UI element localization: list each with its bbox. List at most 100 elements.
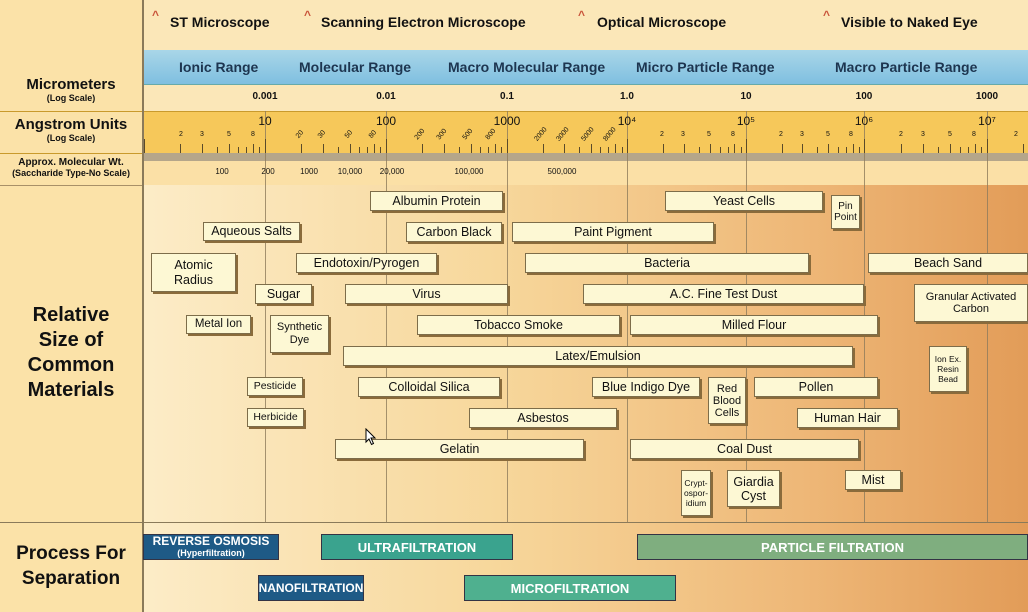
mw-tick: 1000	[300, 167, 318, 176]
mw-tick: 10,000	[337, 167, 363, 176]
relative-size-label: Relative Size of Common Materials	[27, 304, 115, 401]
micrometer-tick: 1000	[975, 91, 999, 102]
angstrom-tick: 10⁶	[854, 114, 874, 128]
process-hyperfiltration-label: (Hyperfiltration)	[177, 548, 245, 558]
range-molecular: Molecular Range	[299, 59, 412, 75]
tick-mark	[728, 147, 729, 153]
angstrom-minor-tick: 5	[227, 131, 231, 138]
tick-mark	[741, 147, 742, 153]
micrometers-label: Micrometers (Log Scale)	[26, 76, 116, 103]
tick-mark	[782, 144, 783, 153]
gridline	[386, 111, 387, 523]
tick-mark	[259, 147, 260, 153]
process-reverse-osmosis-label: REVERSE OSMOSIS	[152, 534, 270, 548]
mw-tick: 200	[261, 167, 275, 176]
material-pesticide: Pesticide	[247, 377, 303, 396]
tick-mark	[1023, 144, 1024, 153]
material-blue-indigo-dye: Blue Indigo Dye	[592, 377, 700, 397]
tick-mark	[734, 144, 735, 153]
material-tobacco-smoke: Tobacco Smoke	[417, 315, 620, 335]
divider	[0, 111, 142, 112]
material-metal-ion: Metal Ion	[186, 315, 251, 334]
tick-mark	[987, 139, 988, 153]
tick-mark	[367, 147, 368, 153]
micrometer-tick: 10	[740, 91, 752, 102]
process-nanofiltration: NANOFILTRATION	[258, 575, 364, 601]
material-milled-flour: Milled Flour	[630, 315, 878, 335]
tick-mark	[202, 144, 203, 153]
molecular-weight-scale	[144, 161, 1028, 186]
gridline	[265, 111, 266, 523]
tick-mark	[238, 147, 239, 153]
tick-mark	[591, 144, 592, 153]
material-atomic-radius: Atomic Radius	[151, 253, 236, 292]
range-micro-particle: Micro Particle Range	[636, 59, 775, 75]
tick-mark	[422, 144, 423, 153]
tick-mark	[981, 147, 982, 153]
material-herbicide: Herbicide	[247, 408, 304, 427]
material-endotoxin-pyrogen: Endotoxin/Pyrogen	[296, 253, 437, 273]
material-ac-fine-test-dust: A.C. Fine Test Dust	[583, 284, 864, 304]
tick-mark	[615, 144, 616, 153]
tick-mark	[663, 144, 664, 153]
angstrom-minor-tick: 8	[731, 131, 735, 138]
material-ion-ex-resin-bead: Ion Ex. Resin Bead	[929, 346, 967, 392]
tick-mark	[459, 147, 460, 153]
material-bacteria: Bacteria	[525, 253, 809, 273]
angstrom-minor-tick: 3	[921, 131, 925, 138]
tick-mark	[246, 147, 247, 153]
angstrom-minor-tick: 2	[779, 131, 783, 138]
material-albumin-protein: Albumin Protein	[370, 191, 503, 211]
material-coal-dust: Coal Dust	[630, 439, 859, 459]
angstrom-minor-tick: 8	[251, 131, 255, 138]
angstrom-scale	[144, 111, 1028, 155]
tick-mark	[950, 144, 951, 153]
tick-mark	[301, 144, 302, 153]
tick-mark	[229, 144, 230, 153]
caret-icon: ^	[823, 8, 831, 22]
mouse-cursor-icon	[365, 427, 377, 451]
angstrom-minor-tick: 2	[179, 131, 183, 138]
material-gelatin: Gelatin	[335, 439, 584, 459]
microscope-band	[144, 0, 1028, 50]
tick-mark	[144, 139, 145, 153]
tick-mark	[802, 144, 803, 153]
tick-mark	[817, 147, 818, 153]
material-carbon-black: Carbon Black	[406, 222, 502, 242]
angstrom-minor-tick: 8	[972, 131, 976, 138]
range-macro-particle: Macro Particle Range	[835, 59, 978, 75]
material-asbestos: Asbestos	[469, 408, 617, 428]
tick-mark	[543, 144, 544, 153]
divider	[0, 522, 142, 523]
range-macro-molecular: Macro Molecular Range	[448, 59, 606, 75]
tick-mark	[699, 147, 700, 153]
micrometer-tick: 0.1	[500, 91, 514, 102]
left-label-column	[0, 0, 142, 612]
material-red-blood-cells: Red Blood Cells	[708, 377, 746, 424]
angstrom-tick: 10⁷	[978, 114, 996, 128]
tick-mark	[359, 147, 360, 153]
tick-mark	[975, 144, 976, 153]
material-cryptosporidium: Crypt- ospor- idium	[681, 470, 711, 516]
angstrom-tick: 100	[375, 114, 397, 128]
tick-mark	[600, 147, 601, 153]
angstrom-minor-tick: 3	[681, 131, 685, 138]
angstrom-minor-tick: 2	[1014, 131, 1018, 138]
angstrom-minor-tick: 5	[707, 131, 711, 138]
range-band	[144, 50, 1028, 85]
divider	[0, 153, 142, 154]
angstrom-tick: 10⁵	[736, 114, 756, 128]
divider	[0, 185, 142, 186]
tick-mark	[853, 144, 854, 153]
caret-icon: ^	[152, 8, 160, 22]
material-latex-emulsion: Latex/Emulsion	[343, 346, 853, 366]
tick-mark	[960, 147, 961, 153]
mw-tick: 100,000	[454, 167, 484, 176]
process-microfiltration: MICROFILTRATION	[464, 575, 676, 601]
material-giardia-cyst: Giardia Cyst	[727, 470, 780, 507]
process-reverse-osmosis: REVERSE OSMOSIS (Hyperfiltration)	[143, 534, 279, 560]
tick-mark	[265, 139, 266, 153]
tick-mark	[923, 144, 924, 153]
caret-icon: ^	[578, 8, 586, 22]
material-granular-activated-carbon: Granular Activated Carbon	[914, 284, 1028, 322]
